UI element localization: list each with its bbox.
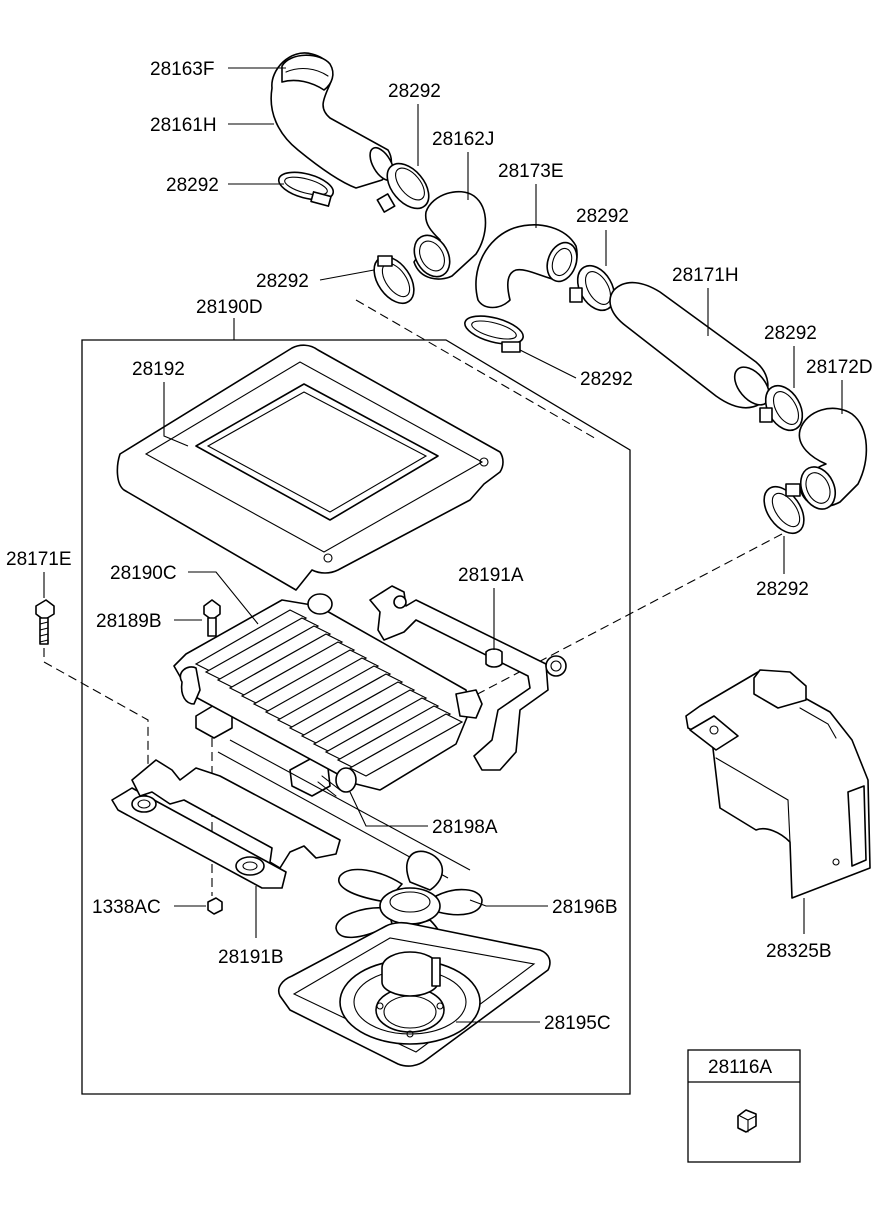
bolt-28171E[interactable]: [35, 599, 55, 645]
hose-28162J[interactable]: [407, 190, 487, 283]
label-28163F: 28163F: [150, 59, 214, 80]
part-box-28116A[interactable]: [687, 1049, 801, 1163]
label-28162J: 28162J: [432, 129, 494, 150]
cover-28192[interactable]: [116, 344, 504, 591]
label-28171H: 28171H: [672, 265, 739, 286]
bracket-28191B[interactable]: [111, 759, 341, 889]
label-28192: 28192: [132, 359, 185, 380]
hose-28173E[interactable]: [475, 224, 582, 309]
nut-1338AC[interactable]: [207, 897, 223, 915]
label-28325B: 28325B: [766, 941, 832, 962]
bolt-28189B[interactable]: [203, 599, 221, 637]
intercooler-fins: [194, 609, 464, 777]
label-28292-f: 28292: [580, 369, 633, 390]
label-28161H: 28161H: [150, 115, 217, 136]
hose-28172D[interactable]: [794, 407, 868, 514]
clamp-28292-g[interactable]: [756, 480, 812, 541]
label-28191A: 28191A: [458, 565, 524, 586]
clamp-28292-e[interactable]: [366, 250, 422, 311]
part-labels: 28163F 28161H 28292 28292 28162J 28173E …: [6, 59, 873, 1078]
clamp-28292-f[interactable]: [462, 311, 526, 353]
clamp-28292-d[interactable]: [758, 379, 810, 437]
hose-28171H[interactable]: [609, 281, 776, 412]
label-28195C: 28195C: [544, 1013, 611, 1034]
guard-28325B[interactable]: [685, 669, 871, 899]
label-28292-e: 28292: [764, 323, 817, 344]
assembly-frame-28190D: [81, 339, 631, 1095]
label-28292-d: 28292: [256, 271, 309, 292]
label-28292-g: 28292: [756, 579, 809, 600]
hose-connector-28163F[interactable]: [281, 54, 334, 91]
label-28173E: 28173E: [498, 161, 564, 182]
label-28171E: 28171E: [6, 549, 72, 570]
clamp-28292-a[interactable]: [276, 167, 336, 207]
label-28172D: 28172D: [806, 357, 873, 378]
label-28191B: 28191B: [218, 947, 284, 968]
bracket-28191A[interactable]: [195, 585, 567, 797]
leader-lines: [43, 67, 843, 1023]
label-28189B: 28189B: [96, 611, 162, 632]
label-1338AC: 1338AC: [92, 897, 161, 918]
label-28292-a: 28292: [166, 175, 219, 196]
fan-28196B[interactable]: [335, 850, 483, 977]
label-28196B: 28196B: [552, 897, 618, 918]
shroud-28195C[interactable]: [277, 921, 551, 1067]
label-28292-c: 28292: [576, 206, 629, 227]
clamp-28292-b[interactable]: [376, 156, 437, 216]
label-28198A: 28198A: [432, 817, 498, 838]
label-28116A: 28116A: [708, 1057, 772, 1078]
intercooler-28190C[interactable]: [173, 593, 483, 797]
hose-28161H[interactable]: [270, 52, 399, 189]
clamp-28292-c[interactable]: [569, 259, 622, 317]
label-28190C: 28190C: [110, 563, 177, 584]
label-28292-b: 28292: [388, 81, 441, 102]
label-28190D: 28190D: [196, 297, 263, 318]
